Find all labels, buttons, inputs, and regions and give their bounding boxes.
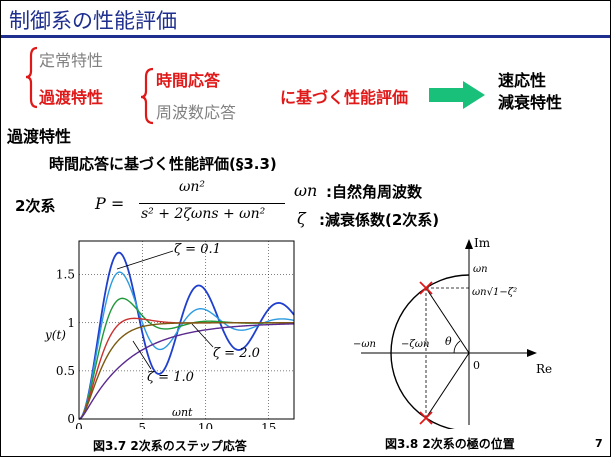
zeta-01-annotation: ζ = 0.1 — [174, 242, 221, 257]
im-label: Im — [474, 236, 491, 250]
origin-label: 0 — [473, 359, 480, 372]
zeta-10-annotation: ζ = 1.0 — [147, 370, 194, 385]
time-response-label: 時間応答 — [156, 71, 221, 90]
neg-wn-label: −ωn — [353, 339, 376, 350]
step-response-series — [78, 322, 294, 420]
x-tick-label: 10 — [198, 421, 213, 429]
y-tick-label: 0.5 — [56, 364, 75, 378]
lower-pole-ray — [425, 352, 470, 419]
pole-location-plot: Im Re ωn ωn√1−ζ² −ωn −ζωn θ 0 — [353, 236, 552, 429]
figure-3-8-caption: 図3.8 2次系の極の位置 — [385, 437, 515, 451]
wn-sqrt-label: ωn√1−ζ² — [472, 287, 517, 298]
step-response-series — [78, 271, 295, 420]
formula-label: 2次系 — [15, 197, 56, 215]
transient-heading: 過渡特性 — [7, 127, 72, 146]
neg-zeta-wn-label: −ζωn — [401, 339, 429, 350]
zeta-20-annotation: ζ = 2.0 — [213, 346, 260, 361]
chart-series — [78, 251, 295, 420]
zeta-01-pointer — [116, 250, 174, 270]
y-axis-label: y(t) — [44, 328, 66, 342]
plot-frame — [78, 240, 295, 420]
damping-label: 減衰特性 — [498, 93, 563, 112]
real-axis-arrowhead — [527, 349, 537, 357]
step-response-series — [78, 297, 294, 420]
theta-label: θ — [445, 335, 452, 348]
transient-label: 過渡特性 — [39, 88, 104, 107]
zeta-10-pointer — [132, 340, 152, 370]
imaginary-axis-arrowhead — [465, 239, 473, 249]
formula-denominator: s² + 2ζωns + ωn² — [141, 206, 266, 222]
formula-numerator: ωn² — [179, 179, 206, 195]
y-tick-label: 1 — [67, 316, 75, 330]
x-axis-label: ωnt — [172, 406, 193, 419]
y-tick-label: 1.5 — [56, 268, 75, 282]
x-tick-label: 0 — [75, 421, 83, 429]
evaluation-label: に基づく性能評価 — [280, 88, 409, 107]
speed-label: 速応性 — [498, 71, 547, 90]
zeta-description: :減衰係数(2次系) — [319, 211, 440, 229]
chart-ticks: 0 5 10 15 0 0.5 1 1.5 — [56, 268, 276, 429]
right-arrow-icon — [429, 81, 485, 109]
upper-pole-ray — [425, 287, 470, 354]
fraction-bar — [139, 203, 285, 204]
step-response-series — [78, 323, 295, 420]
zeta-symbol: ζ — [297, 209, 306, 228]
wn-description: :自然角周波数 — [326, 183, 422, 201]
section-subheading: 時間応答に基づく性能評価(§3.3) — [49, 155, 277, 173]
inner-brace — [140, 67, 154, 125]
upper-pole-marker — [419, 281, 433, 295]
lower-pole-marker — [419, 411, 433, 425]
title-underline — [1, 35, 610, 38]
step-response-series — [78, 251, 295, 420]
natural-frequency-circle — [390, 274, 470, 429]
steady-state-label: 定常特性 — [39, 51, 104, 70]
figure-3-7-caption: 図3.7 2次系のステップ応答 — [93, 439, 247, 453]
wn-symbol: ωn — [294, 181, 318, 200]
frequency-response-label: 周波数応答 — [156, 103, 237, 122]
re-label: Re — [536, 362, 552, 376]
classification-braces — [25, 46, 154, 125]
wn-axis-label: ωn — [473, 264, 488, 275]
page-number: 7 — [595, 437, 603, 450]
x-tick-label: 15 — [261, 421, 276, 429]
outer-brace — [25, 46, 38, 109]
x-tick-label: 5 — [138, 421, 146, 429]
zeta-20-pointer — [191, 323, 214, 348]
formula-lhs: P = — [95, 194, 125, 213]
slide-title: 制御系の性能評価 — [9, 9, 177, 33]
y-tick-label: 0 — [67, 412, 75, 426]
angle-arc — [453, 340, 461, 354]
